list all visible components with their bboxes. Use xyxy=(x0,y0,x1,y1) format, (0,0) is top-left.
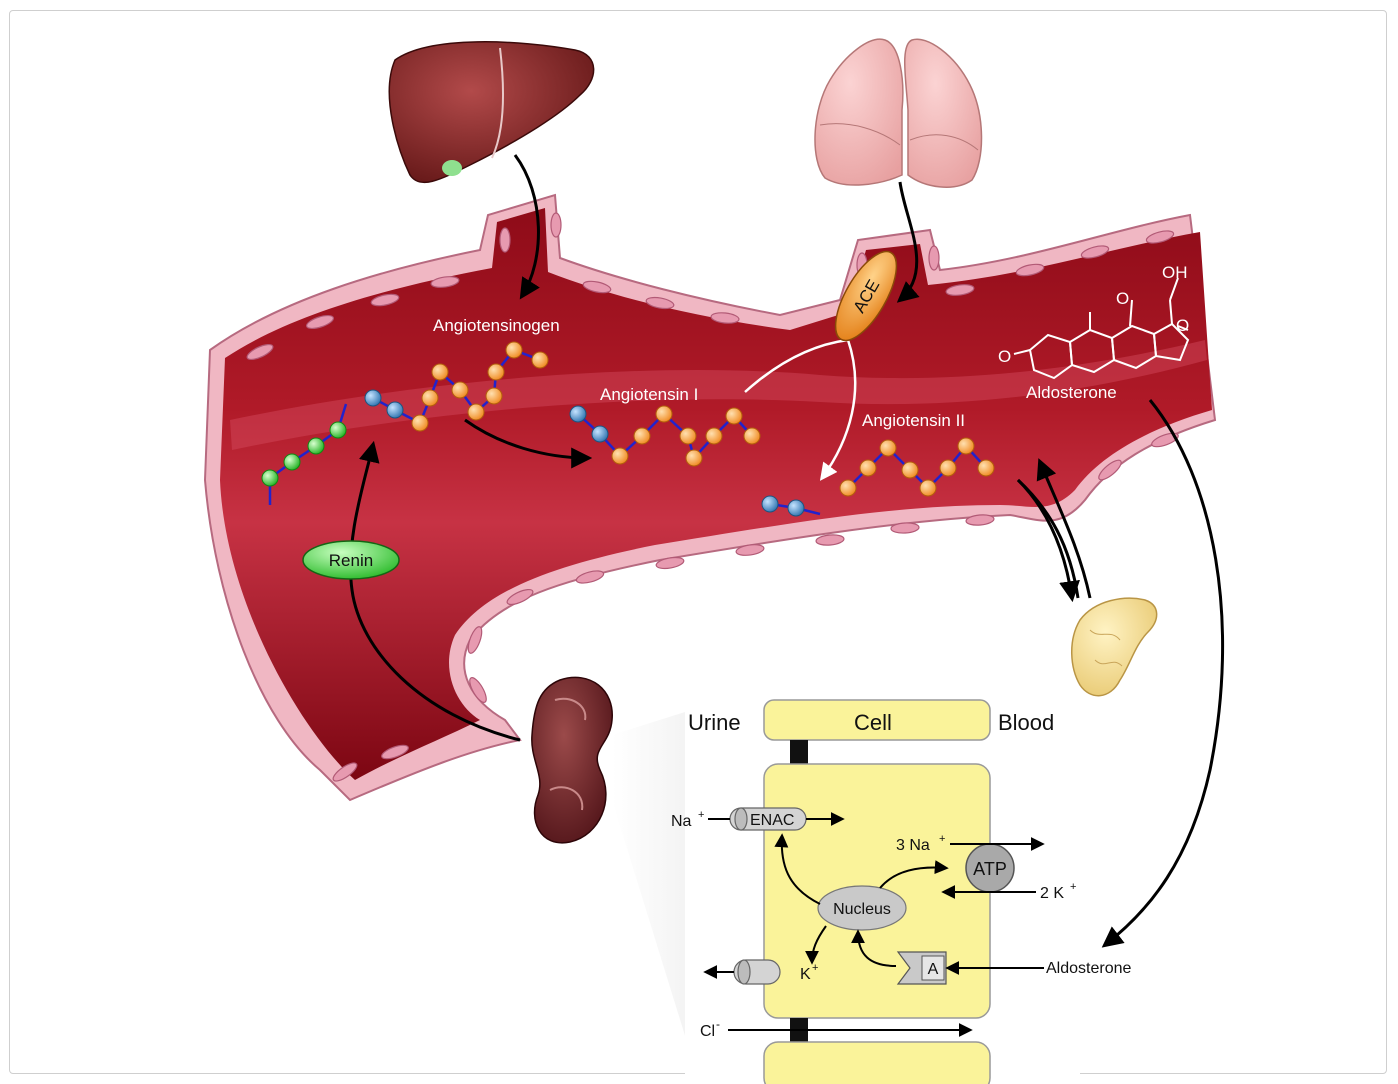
two-k-label: 2 K xyxy=(1040,885,1064,902)
two-k-plus: + xyxy=(1070,881,1076,893)
oh-label: OH xyxy=(1162,263,1188,282)
k-channel xyxy=(734,960,780,984)
liver-icon xyxy=(389,42,593,183)
lungs-icon xyxy=(815,39,982,187)
cl-minus: - xyxy=(716,1017,720,1031)
blood-label: Blood xyxy=(998,710,1054,735)
receptor-label: A xyxy=(928,961,939,978)
urine-label: Urine xyxy=(688,710,741,735)
nucleus: Nucleus xyxy=(818,886,906,930)
three-na-plus: + xyxy=(939,833,945,845)
enac-label: ENAC xyxy=(750,812,794,829)
na-label: Na xyxy=(671,813,692,830)
k-plus: + xyxy=(812,962,818,974)
aldosterone-cell-label: Aldosterone xyxy=(1046,960,1131,977)
renin-enzyme: Renin xyxy=(303,541,399,579)
cell-label: Cell xyxy=(854,710,892,735)
o-left-label: O xyxy=(998,347,1011,366)
o-mid-label: O xyxy=(1116,289,1129,308)
enac-channel: ENAC xyxy=(730,808,806,830)
na-plus: + xyxy=(698,809,704,821)
angiotensin-i-label: Angiotensin I xyxy=(600,385,698,404)
cl-label: Cl xyxy=(700,1023,715,1040)
adrenal-gland-icon xyxy=(1072,598,1157,695)
angiotensin-ii-label: Angiotensin II xyxy=(862,411,965,430)
aldosterone-top-label: Aldosterone xyxy=(1026,383,1117,402)
atp-pump: ATP xyxy=(966,844,1014,892)
kidney-icon xyxy=(532,677,612,842)
atp-label: ATP xyxy=(973,859,1007,879)
nucleus-label: Nucleus xyxy=(833,901,891,918)
angiotensinogen-label: Angiotensinogen xyxy=(433,316,560,335)
o-right-label: O xyxy=(1176,316,1189,335)
k-label: K xyxy=(800,966,811,983)
tight-junction-top xyxy=(790,740,808,764)
three-na-label: 3 Na xyxy=(896,837,930,854)
renin-label: Renin xyxy=(329,551,373,570)
cell-bottom xyxy=(764,1042,990,1084)
